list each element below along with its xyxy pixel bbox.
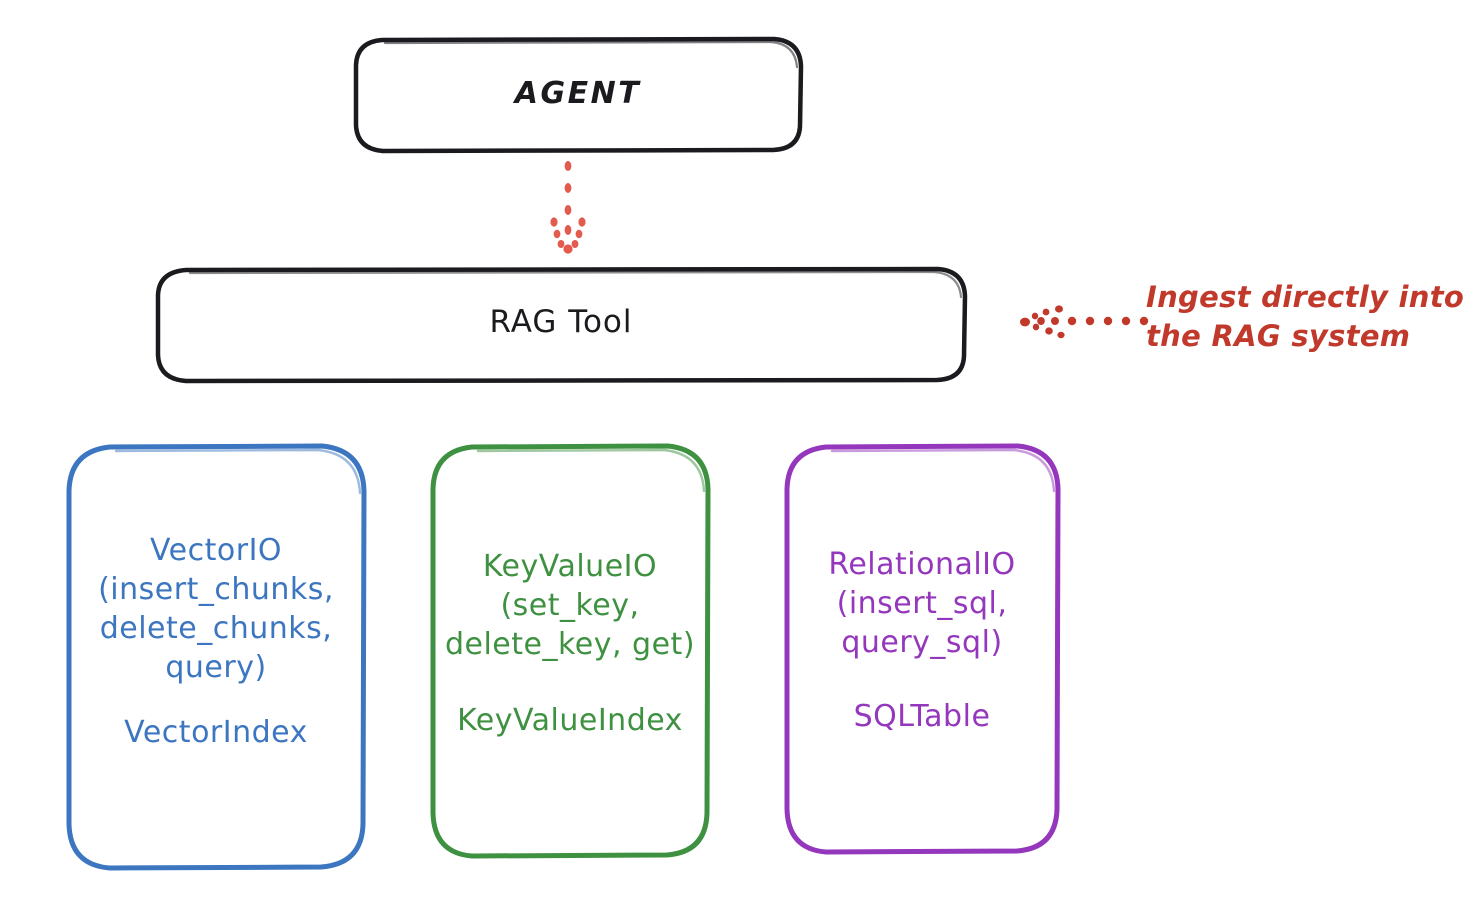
connector-ingest-arrow <box>1020 305 1149 339</box>
node-agent-label: AGENT <box>514 76 642 111</box>
node-relational-io[interactable]: RelationalIO (insert_sql, query_sql) SQL… <box>782 443 1062 855</box>
node-relational-io-label-main: RelationalIO (insert_sql, query_sql) <box>828 547 1016 660</box>
node-relational-io-label-sub: SQLTable <box>853 699 991 734</box>
node-vector-io-label-main: VectorIO (insert_chunks, delete_chunks, … <box>98 533 334 685</box>
connector-agent-to-rag-tool <box>550 161 586 254</box>
node-key-value-io-label-main: KeyValueIO (set_key, delete_key, get) <box>444 549 696 662</box>
node-vector-io[interactable]: VectorIO (insert_chunks, delete_chunks, … <box>64 443 368 871</box>
node-vector-io-label-sub: VectorIndex <box>124 715 308 750</box>
node-rag-tool-label: RAG Tool <box>489 304 633 340</box>
node-key-value-io-label-sub: KeyValueIndex <box>457 703 683 738</box>
annotation-ingest: Ingest directly into the RAG system <box>1146 280 1465 354</box>
node-agent[interactable]: AGENT <box>352 36 804 154</box>
node-rag-tool[interactable]: RAG Tool <box>154 266 968 384</box>
node-key-value-io[interactable]: KeyValueIO (set_key, delete_key, get) Ke… <box>428 443 712 859</box>
